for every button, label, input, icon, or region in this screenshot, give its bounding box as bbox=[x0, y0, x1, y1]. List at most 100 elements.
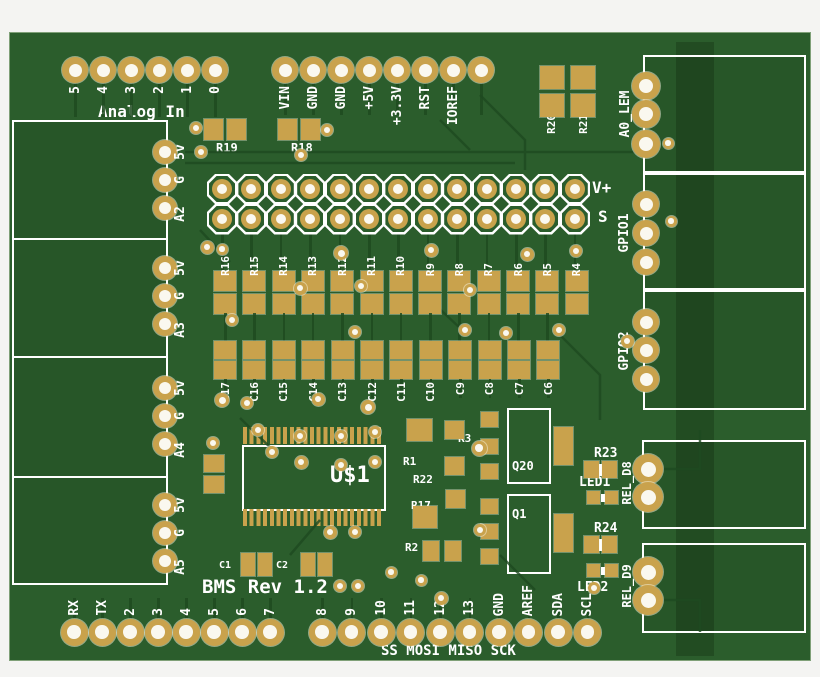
power-pin-label: +5V bbox=[361, 86, 377, 110]
a0-lem-label: A0_LEM bbox=[618, 90, 633, 138]
copper-trace bbox=[158, 83, 161, 117]
capacitor-label: C13 bbox=[336, 382, 350, 402]
via bbox=[520, 247, 534, 261]
analog-pin-label: 4 bbox=[95, 86, 111, 94]
silk-mark bbox=[597, 539, 603, 551]
smd-pad bbox=[571, 94, 595, 117]
shield-header-pad bbox=[382, 203, 414, 235]
smd-pad bbox=[508, 361, 530, 379]
copper-trace bbox=[284, 83, 287, 115]
shield-header-pad bbox=[559, 203, 591, 235]
via bbox=[349, 326, 361, 338]
rel-d9-pad bbox=[633, 557, 663, 587]
copper-trace bbox=[74, 83, 77, 117]
smd-pad bbox=[331, 271, 354, 291]
shield-header-pad bbox=[294, 173, 326, 205]
smd-pad bbox=[214, 361, 236, 379]
capacitor-label: C12 bbox=[365, 382, 379, 402]
smd-pad bbox=[445, 541, 461, 561]
smd-pad bbox=[540, 94, 564, 117]
refdes-led1: LED1 bbox=[579, 475, 611, 490]
ic-pins-bottom bbox=[243, 509, 383, 526]
shield-header-pad bbox=[441, 173, 473, 205]
digital-pin-pad bbox=[144, 618, 172, 646]
power-pin-pad bbox=[300, 57, 326, 83]
capacitor-label: C9 bbox=[453, 382, 467, 396]
copper-trace bbox=[341, 313, 344, 342]
digital-pin-label: GND bbox=[491, 592, 507, 616]
power-pin-pad bbox=[328, 57, 354, 83]
copper-trace bbox=[368, 83, 371, 115]
rel-d9-label: REL_D9 bbox=[620, 564, 634, 608]
smd-pad bbox=[554, 514, 573, 552]
left-connector-pad bbox=[153, 168, 177, 192]
copper-trace bbox=[409, 598, 412, 619]
refdes-r3: R3 bbox=[458, 432, 472, 445]
digital-pin-pad bbox=[367, 618, 395, 646]
left-connector-label: A4 bbox=[173, 442, 188, 458]
digital-pin-label: SDA bbox=[550, 592, 566, 616]
copper-trace bbox=[311, 313, 315, 342]
via bbox=[293, 281, 307, 295]
shield-header-pad bbox=[324, 203, 356, 235]
analog-pin-label: 2 bbox=[151, 86, 167, 94]
copper-trace bbox=[312, 379, 315, 398]
via bbox=[424, 243, 438, 257]
smd-pad bbox=[481, 549, 498, 564]
copper-trace bbox=[396, 83, 399, 115]
smd-pad bbox=[272, 341, 295, 359]
smd-pad bbox=[360, 294, 383, 314]
smd-pad bbox=[331, 361, 354, 379]
via bbox=[570, 245, 582, 257]
shield-header-pad bbox=[382, 173, 414, 205]
copper-trace bbox=[498, 598, 501, 619]
via bbox=[434, 591, 448, 605]
left-connector-label: 5v bbox=[173, 497, 188, 513]
copper-trace bbox=[399, 313, 403, 342]
digital-pin-pad bbox=[256, 618, 284, 646]
smd-pad bbox=[214, 271, 236, 291]
copper-trace bbox=[400, 379, 403, 398]
copper-trace bbox=[102, 83, 105, 117]
smd-pad bbox=[390, 341, 413, 359]
copper-trace bbox=[250, 234, 253, 272]
left-connector-pad bbox=[153, 376, 177, 400]
copper-trace bbox=[213, 598, 216, 619]
smd-pad bbox=[584, 536, 599, 553]
smd-pad bbox=[571, 66, 595, 89]
smd-pad bbox=[419, 271, 442, 291]
smd-pad bbox=[481, 412, 498, 427]
copper-trace bbox=[456, 234, 459, 272]
copper-trace bbox=[309, 234, 312, 272]
smd-pad bbox=[445, 421, 464, 439]
copper-pour bbox=[676, 42, 714, 656]
digital-pin-label: 2 bbox=[122, 608, 138, 616]
left-connector-pad bbox=[153, 432, 177, 456]
left-connector-pad bbox=[153, 284, 177, 308]
left-connector-pad bbox=[153, 549, 177, 573]
analog-pin-pad bbox=[174, 57, 200, 83]
refdes-r24: R24 bbox=[594, 521, 618, 536]
via bbox=[323, 525, 337, 539]
via bbox=[252, 424, 264, 436]
copper-trace bbox=[515, 234, 518, 272]
smd-pad bbox=[318, 553, 332, 576]
smd-pad bbox=[278, 119, 297, 140]
copper-trace bbox=[269, 598, 272, 619]
left-connector-label: A3 bbox=[173, 322, 188, 338]
copper-trace bbox=[480, 83, 483, 115]
resistor-label: R13 bbox=[306, 256, 320, 276]
smd-pad bbox=[446, 490, 465, 508]
smd-pad bbox=[540, 66, 564, 89]
refdes-q1: Q1 bbox=[512, 507, 527, 521]
copper-trace bbox=[214, 83, 217, 117]
via bbox=[200, 240, 214, 254]
left-connector-label: 5v bbox=[173, 260, 188, 276]
power-pin-pad bbox=[384, 57, 410, 83]
refdes-r1: R1 bbox=[403, 455, 417, 468]
rel-d9-pad bbox=[633, 585, 663, 615]
power-pin-pad bbox=[412, 57, 438, 83]
smd-pad bbox=[419, 294, 442, 314]
left-connector-pad bbox=[153, 521, 177, 545]
copper-trace bbox=[368, 234, 371, 272]
